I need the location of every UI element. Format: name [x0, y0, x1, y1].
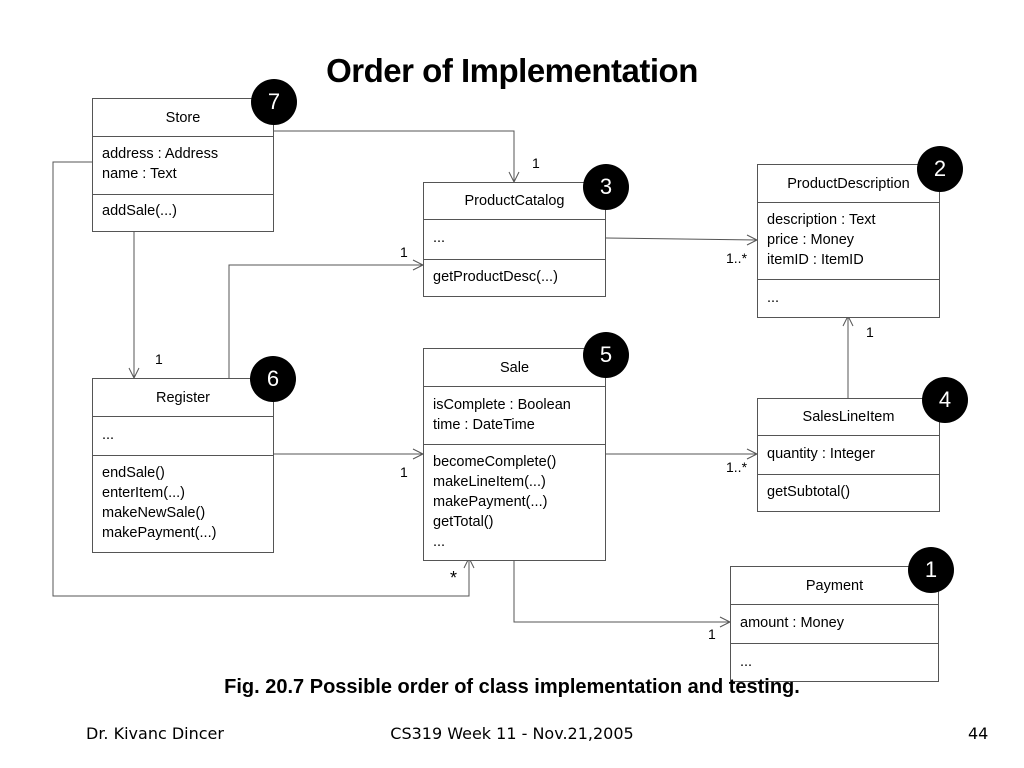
multiplicity-label: 1: [155, 351, 163, 367]
page-title: Order of Implementation: [326, 52, 698, 89]
operation: makePayment(...): [433, 494, 548, 510]
attribute: itemID : ItemID: [767, 252, 864, 268]
operation: getProductDesc(...): [433, 269, 558, 285]
class-name: Store: [93, 99, 273, 137]
operations-section: getSubtotal(): [758, 474, 939, 511]
order-badge: 5: [583, 332, 629, 378]
register-catalog-association: [228, 264, 423, 378]
operation: enterItem(...): [102, 485, 185, 501]
multiplicity-label: 1..*: [726, 459, 748, 475]
footer-course: CS319 Week 11 - Nov.21,2005: [390, 724, 634, 743]
multiplicity-label: 1: [400, 464, 408, 480]
attributes-section: ...: [424, 220, 605, 259]
operation: makePayment(...): [102, 525, 217, 541]
operation: becomeComplete(): [433, 454, 557, 470]
store-class: Store address : Address name : Text addS…: [92, 98, 274, 232]
attribute: quantity : Integer: [767, 446, 876, 462]
attribute: amount : Money: [740, 615, 844, 631]
attribute: isComplete : Boolean: [433, 397, 571, 413]
attributes-section: description : Text price : Money itemID …: [758, 203, 939, 279]
attributes-section: amount : Money: [731, 605, 938, 643]
sale-class: Sale isComplete : Boolean time : DateTim…: [423, 348, 606, 561]
payment-class: Payment amount : Money ...: [730, 566, 939, 682]
operations-section: ...: [731, 643, 938, 681]
attributes-section: isComplete : Boolean time : DateTime: [424, 387, 605, 444]
attribute: ...: [433, 230, 446, 246]
class-name: Payment: [731, 567, 938, 605]
operation: ...: [433, 534, 446, 550]
multiplicity-label: 1: [866, 324, 874, 340]
footer-author: Dr. Kivanc Dincer: [86, 724, 224, 743]
multiplicity-label: 1: [400, 244, 408, 260]
operation: ...: [740, 654, 753, 670]
footer-page-number: 44: [968, 724, 989, 743]
order-badge: 1: [908, 547, 954, 593]
operations-section: addSale(...): [93, 194, 273, 231]
figure-caption: Fig. 20.7 Possible order of class implem…: [224, 676, 800, 698]
attribute: name : Text: [102, 166, 177, 182]
attributes-section: quantity : Integer: [758, 436, 939, 474]
attribute: address : Address: [102, 146, 219, 162]
order-badge: 7: [251, 79, 297, 125]
store-catalog-association: [273, 130, 515, 182]
attribute: time : DateTime: [433, 417, 535, 433]
catalog-description-association: [605, 237, 758, 241]
store-sale-association: [52, 161, 470, 597]
attribute: ...: [102, 427, 115, 443]
operations-section: endSale() enterItem(...) makeNewSale() m…: [93, 455, 273, 552]
operations-section: getProductDesc(...): [424, 259, 605, 296]
order-badge: 6: [250, 356, 296, 402]
product-description-class: ProductDescription description : Text pr…: [757, 164, 940, 318]
attributes-section: ...: [93, 417, 273, 455]
sale-payment-association: [513, 558, 730, 623]
class-name: ProductDescription: [758, 165, 939, 203]
class-name: ProductCatalog: [424, 183, 605, 220]
multiplicity-label: 1..*: [726, 250, 748, 266]
order-badge: 2: [917, 146, 963, 192]
operation: ...: [767, 290, 780, 306]
multiplicity-label: 1: [708, 626, 716, 642]
operation: makeNewSale(): [102, 505, 206, 521]
operation: addSale(...): [102, 203, 177, 219]
attributes-section: address : Address name : Text: [93, 137, 273, 194]
attribute: price : Money: [767, 232, 855, 248]
class-name: Register: [93, 379, 273, 417]
sales-line-item-class: SalesLineItem quantity : Integer getSubt…: [757, 398, 940, 512]
multiplicity-label: 1: [532, 155, 540, 171]
operations-section: ...: [758, 279, 939, 317]
operation: getSubtotal(): [767, 484, 851, 500]
order-badge: 4: [922, 377, 968, 423]
operations-section: becomeComplete() makeLineItem(...) makeP…: [424, 444, 605, 560]
operation: makeLineItem(...): [433, 474, 546, 490]
class-name: SalesLineItem: [758, 399, 939, 436]
attribute: description : Text: [767, 212, 876, 228]
register-class: Register ... endSale() enterItem(...) ma…: [92, 378, 274, 553]
operation: endSale(): [102, 465, 165, 481]
class-name: Sale: [424, 349, 605, 387]
product-catalog-class: ProductCatalog ... getProductDesc(...): [423, 182, 606, 297]
operation: getTotal(): [433, 514, 494, 530]
multiplicity-label: *: [450, 568, 458, 588]
order-badge: 3: [583, 164, 629, 210]
